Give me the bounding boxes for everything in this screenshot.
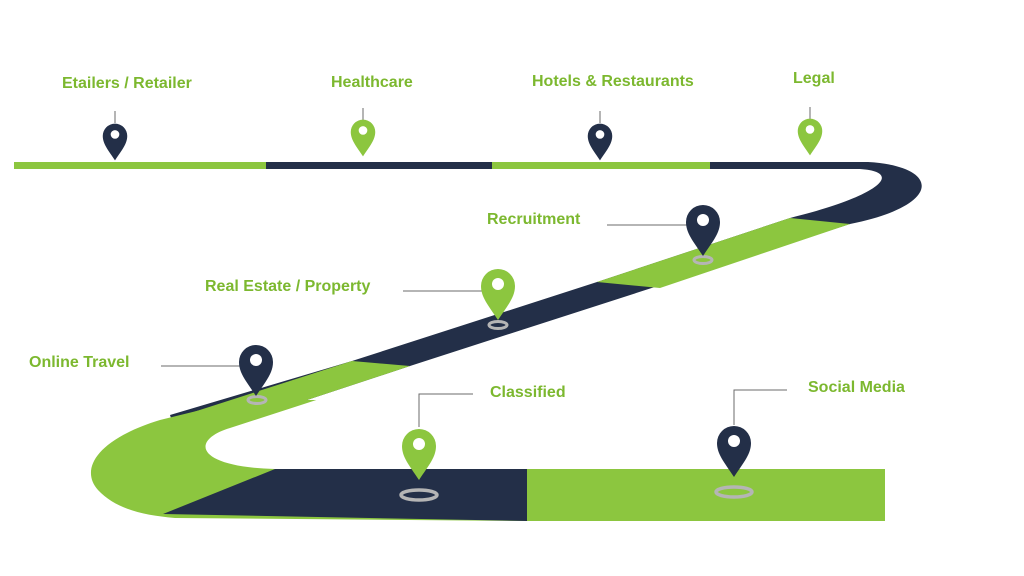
realestate-pin-icon <box>481 269 515 320</box>
milestone-label-onlinetravel: Online Travel <box>29 354 130 371</box>
pin-shadows <box>246 255 754 502</box>
recruitment-pin-icon <box>686 205 720 256</box>
legal-pin-icon <box>797 118 823 156</box>
road-bottom-segment <box>527 469 885 521</box>
socialmedia-pin-icon <box>717 426 751 477</box>
hotels-pin-icon <box>587 123 613 161</box>
milestone-label-legal: Legal <box>793 70 835 87</box>
milestone-label-recruitment: Recruitment <box>487 211 581 228</box>
classified-pin-icon <box>402 429 436 480</box>
milestone-label-socialmedia: Social Media <box>808 379 905 396</box>
milestone-label-healthcare: Healthcare <box>331 74 413 91</box>
milestone-label-realestate: Real Estate / Property <box>205 278 371 295</box>
road-top-segment <box>14 162 710 169</box>
healthcare-pin-icon <box>350 119 376 157</box>
milestone-label-classified: Classified <box>490 384 566 401</box>
milestone-label-etailers: Etailers / Retailer <box>62 75 192 92</box>
etailers-pin-icon <box>102 123 128 161</box>
onlinetravel-pin-icon <box>239 345 273 396</box>
milestone-label-hotels: Hotels & Restaurants <box>532 73 694 90</box>
leader-lines <box>114 107 811 427</box>
